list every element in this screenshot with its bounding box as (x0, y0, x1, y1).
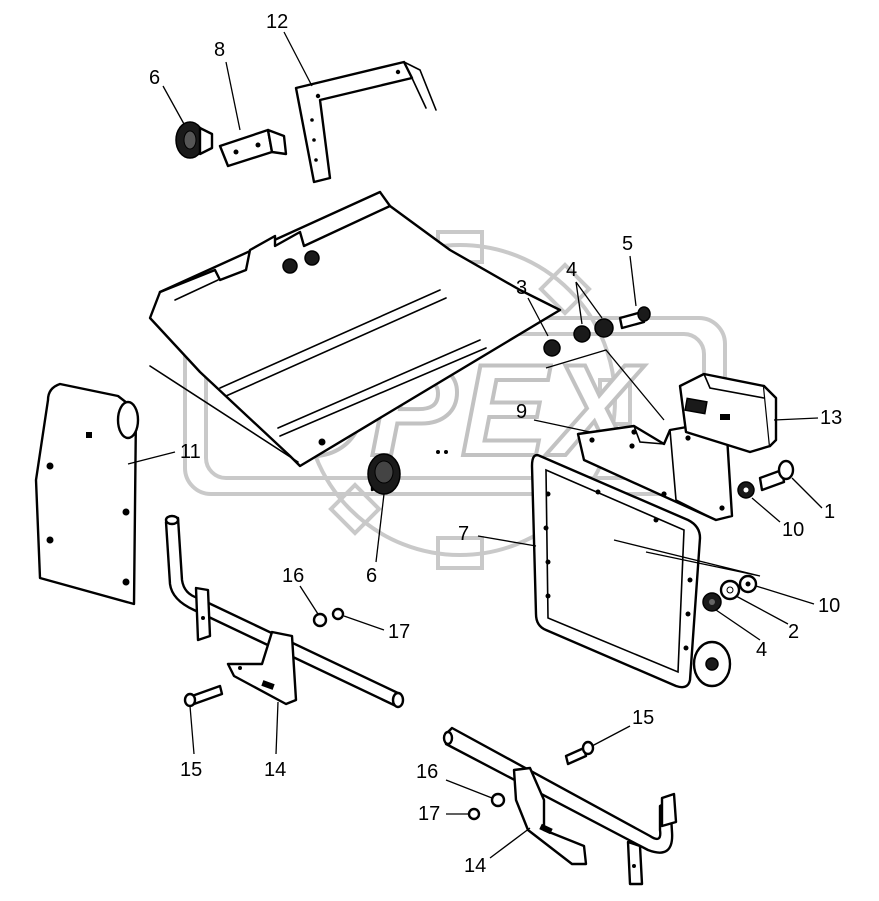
part-7-license-plate (530, 453, 702, 689)
callout-5: 5 (622, 233, 633, 255)
callout-labels: 12 8 6 5 4 3 9 13 11 1 10 7 6 10 2 4 16 … (149, 11, 842, 877)
reflector (692, 640, 732, 688)
callout-6-top: 6 (149, 67, 160, 89)
callout-17-left: 17 (388, 621, 410, 643)
callout-15-left: 15 (180, 759, 202, 781)
part-4-nut-bottom (702, 592, 722, 612)
callout-10-bottom: 10 (818, 595, 840, 617)
part-3-nut (543, 339, 561, 357)
callout-3: 3 (516, 277, 527, 299)
callout-4-top: 4 (566, 259, 577, 281)
part-16-washer-right (490, 792, 506, 808)
callout-16-right: 16 (416, 761, 438, 783)
part-6-knob-top (175, 121, 214, 159)
callout-1: 1 (824, 501, 835, 523)
part-10-washer-bottom (738, 574, 758, 594)
callout-8: 8 (214, 39, 225, 61)
callout-10-top: 10 (782, 519, 804, 541)
callout-17-right: 17 (418, 803, 440, 825)
part-6-knob-bottom (367, 453, 401, 495)
part-17-nut-right (467, 807, 481, 821)
callout-7: 7 (458, 523, 469, 545)
part-15-screw-left (183, 684, 224, 708)
part-13-rear-lamp (678, 372, 778, 454)
callout-4-bottom: 4 (756, 639, 767, 661)
callout-15-right: 15 (632, 707, 654, 729)
part-8-angle-bracket (218, 128, 288, 168)
callout-9: 9 (516, 401, 527, 423)
part-1-bolt (758, 459, 795, 492)
callout-13: 13 (820, 407, 842, 429)
callout-11: 11 (180, 441, 201, 463)
callout-12: 12 (266, 11, 288, 33)
part-5-bolt (618, 306, 651, 330)
part-15-screw-right (564, 740, 595, 766)
part-4-washer-top (573, 318, 614, 343)
part-12-frame-bracket (294, 60, 437, 184)
part-17-nut-left (331, 607, 345, 621)
part-16-washer-left (312, 612, 328, 628)
bar-assembly-left (164, 514, 405, 709)
callout-2: 2 (788, 621, 799, 643)
bar-assembly-right (442, 726, 678, 886)
callout-6-bottom: 6 (366, 565, 377, 587)
callout-14-right: 14 (464, 855, 486, 877)
callout-14-left: 14 (264, 759, 286, 781)
part-2-lock-washer (719, 579, 741, 601)
mudguard-panel (148, 190, 562, 468)
callout-16-left: 16 (282, 565, 304, 587)
part-10-washer-top (737, 481, 755, 499)
part-11-mud-flap (34, 382, 140, 606)
leader-lines (127, 31, 823, 859)
